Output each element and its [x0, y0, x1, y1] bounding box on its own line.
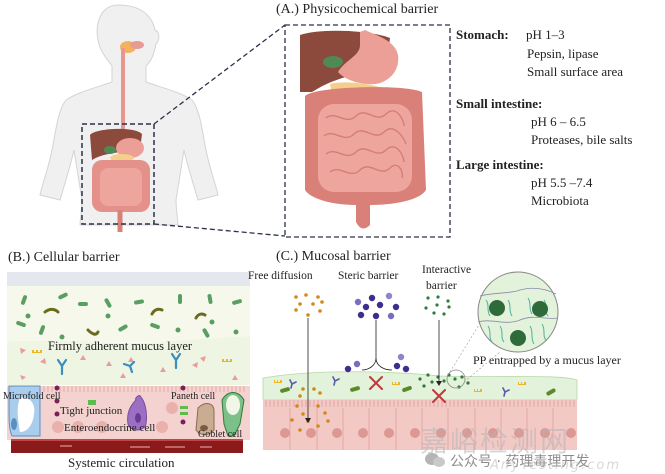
stomach-heading: Stomach:: [456, 27, 509, 42]
interactive-barrier-label-1: Interactive: [422, 264, 472, 276]
free-diffusion-label: Free diffusion: [248, 270, 313, 282]
stomach-surface: Small surface area: [527, 64, 624, 79]
mucus-layer-label: Firmly adherent mucus layer: [48, 339, 193, 353]
goblet-cell-label: Goblet cell: [198, 429, 243, 440]
watermark-wechat: 公众号 · 药理毒理开发: [450, 454, 590, 470]
small-intestine-ph: pH 6 – 6.5: [531, 114, 586, 129]
large-intestine-heading: Large intestine:: [456, 157, 544, 172]
stomach: [338, 30, 399, 85]
mini-digestive-tract: [90, 128, 150, 232]
systemic-circulation-label: Systemic circulation: [68, 455, 175, 470]
body-silhouette: [39, 4, 219, 226]
small-intestine-enzymes: Proteases, bile salts: [531, 132, 633, 147]
zoom-connector-bottom: [153, 223, 286, 237]
steric-barrier-label: Steric barrier: [338, 270, 399, 282]
zoom-region-box: [81, 123, 155, 225]
interactive-barrier-label-2: barrier: [426, 280, 457, 292]
panel-b-title: (B.) Cellular barrier: [8, 250, 120, 265]
panel-a-dashed-box: [284, 24, 451, 238]
stomach-ph: pH 1–3: [526, 27, 565, 42]
small-intestine: [318, 104, 412, 192]
wechat-icon: [424, 452, 446, 468]
small-intestine-heading: Small intestine:: [456, 96, 543, 111]
panel-a-title: (A.) Physicochemical barrier: [276, 2, 439, 17]
large-digestive-tract: [300, 30, 426, 229]
large-intestine-microbiota: Microbiota: [531, 193, 589, 208]
watermark-site-en: AnyTesting.com: [490, 458, 622, 473]
large-intestine-ph: pH 5.5 –7.4: [531, 175, 593, 190]
pp-entrapped-label: PP entrapped by a mucus layer: [473, 353, 621, 367]
zoom-connector-top: [153, 24, 286, 125]
panel-c-title: (C.) Mucosal barrier: [276, 249, 391, 264]
gallbladder: [323, 56, 343, 68]
watermark-site-cn: 嘉峪检测网: [420, 425, 571, 458]
enteroendocrine-cell-label: Enteroendocrine cell: [64, 422, 156, 434]
microfold-cell-label: Microfold cell: [3, 391, 61, 402]
tight-junction-label: Tight junction: [60, 405, 123, 417]
stomach-enzymes: Pepsin, lipase: [527, 46, 599, 61]
mouth-cavity: [130, 41, 144, 49]
paneth-cell-label: Paneth cell: [171, 391, 216, 402]
